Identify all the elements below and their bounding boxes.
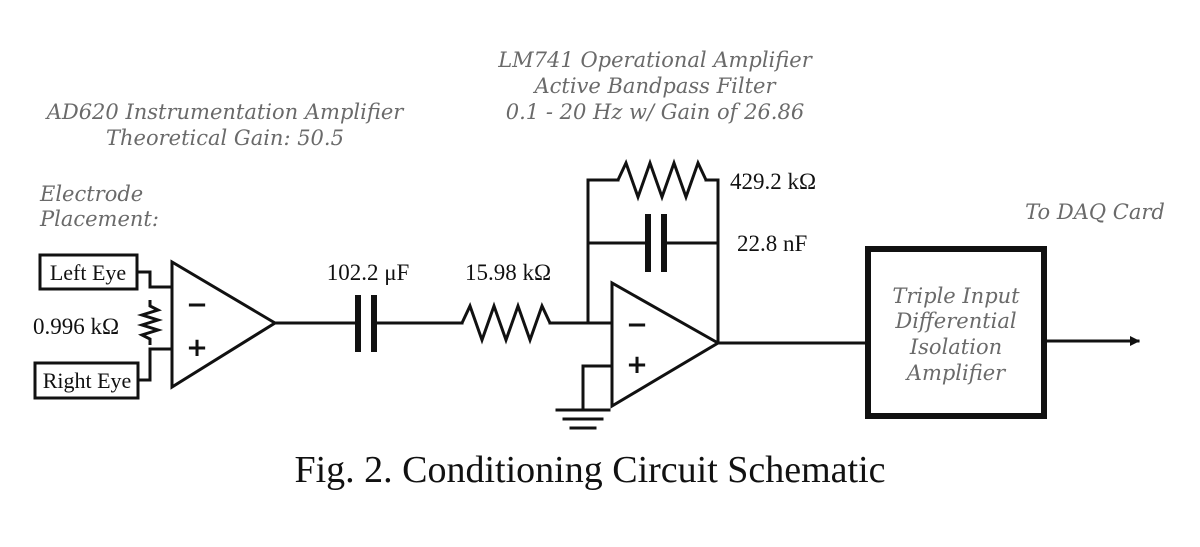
right-eye-wire: [136, 347, 174, 382]
lm741-filter-label: Active Bandpass Filter: [532, 74, 777, 98]
ad620-title: AD620 Instrumentation Amplifier: [45, 100, 406, 124]
feedback-cap-label: 22.8 nF: [737, 231, 807, 256]
lm741-opamp: [610, 280, 721, 409]
ad620-amplifier: [170, 259, 278, 390]
isolation-label-line1: Triple Input: [892, 284, 1020, 308]
ground-icon: [555, 408, 611, 430]
coupling-cap-label: 102.2 μF: [327, 260, 410, 285]
right-eye-label: Right Eye: [43, 368, 132, 393]
lm741-plus-sign: +: [626, 350, 648, 380]
isolation-label-line2: Differential: [894, 309, 1016, 333]
figure-caption: Fig. 2. Conditioning Circuit Schematic: [294, 449, 885, 491]
lm741-spec-label: 0.1 - 20 Hz w/ Gain of 26.86: [506, 100, 804, 124]
left-eye-wire: [135, 270, 174, 289]
lm741-title: LM741 Operational Amplifier: [497, 48, 813, 72]
isolation-label-line4: Amplifier: [905, 361, 1007, 385]
feedback-resistor-label: 429.2 kΩ: [730, 169, 816, 194]
input-resistor-label: 15.98 kΩ: [465, 260, 551, 285]
gain-resistor-label: 0.996 kΩ: [33, 314, 119, 339]
electrode-label-line2: Placement:: [39, 207, 159, 231]
isolation-amplifier-box: Triple Input Differential Isolation Ampl…: [865, 246, 1047, 419]
gain-resistor: [136, 300, 164, 345]
ground-wire: [581, 364, 614, 412]
feedback-left-wire: [586, 178, 620, 325]
input-resistor: [460, 301, 552, 345]
output-label: To DAQ Card: [1025, 200, 1165, 224]
isolation-label-line3: Isolation: [909, 335, 1002, 359]
right-eye-box: Right Eye: [33, 361, 140, 400]
ad620-minus-sign: −: [186, 290, 208, 320]
lm741-minus-sign: −: [626, 310, 648, 340]
left-eye-box: Left Eye: [38, 253, 139, 291]
ad620-gain-label: Theoretical Gain: 50.5: [106, 126, 344, 150]
electrode-label-line1: Electrode: [39, 182, 143, 206]
left-eye-label: Left Eye: [50, 260, 126, 285]
ad620-plus-sign: +: [186, 333, 208, 363]
feedback-resistor: [616, 158, 708, 202]
